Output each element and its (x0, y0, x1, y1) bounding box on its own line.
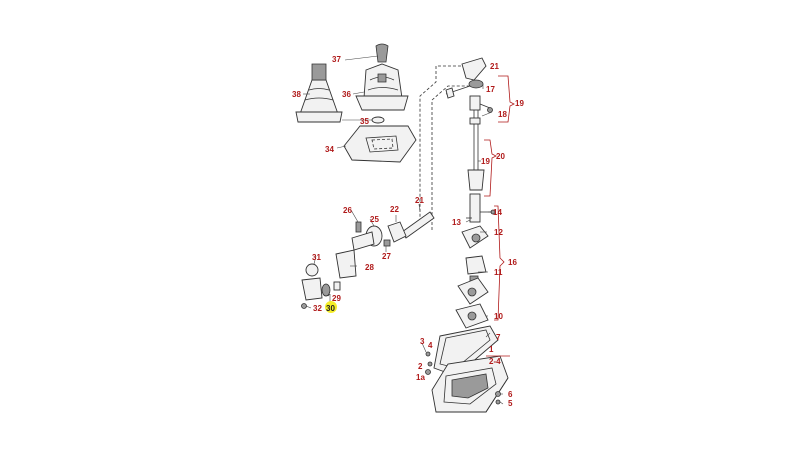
gear-boot-38 (295, 63, 343, 123)
callout-1: 1 (489, 345, 494, 354)
leader-lines (303, 55, 504, 405)
callout-19-left: 19 (481, 157, 490, 166)
linkage-assembly (335, 211, 435, 279)
callout-5: 5 (508, 399, 513, 408)
callout-2-4: 2-4 (489, 357, 501, 366)
callout-18: 18 (498, 110, 507, 119)
callout-21-mid: 21 (415, 196, 424, 205)
callout-25: 25 (370, 215, 379, 224)
callout-35: 35 (360, 117, 369, 126)
group-brackets (484, 75, 515, 357)
callout-38: 38 (292, 90, 301, 99)
callout-2: 2 (418, 362, 423, 371)
callout-30-highlighted: 30 (326, 304, 335, 313)
callout-13: 13 (452, 218, 461, 227)
callout-28: 28 (365, 263, 374, 272)
callout-4: 4 (428, 341, 433, 350)
callout-12: 12 (494, 228, 503, 237)
callout-21-top: 21 (490, 62, 499, 71)
callout-32: 32 (313, 304, 322, 313)
cable-route-upper (409, 65, 464, 231)
highlight-marker (325, 301, 337, 313)
console-trim-34 (343, 125, 417, 163)
cable-route-lower (431, 85, 470, 230)
callout-22: 22 (390, 205, 399, 214)
callout-19-right: 19 (515, 99, 524, 108)
callout-31: 31 (312, 253, 321, 262)
callout-7: 7 (496, 333, 501, 342)
callout-6: 6 (508, 390, 513, 399)
lever-lock-parts (301, 263, 341, 309)
callout-16: 16 (508, 258, 517, 267)
callout-36: 36 (342, 90, 351, 99)
callout-37: 37 (332, 55, 341, 64)
ring-35 (371, 116, 385, 124)
selector-assembly (455, 193, 496, 329)
callout-29: 29 (332, 294, 341, 303)
callout-14: 14 (493, 208, 502, 217)
callout-11: 11 (494, 268, 503, 277)
callout-17: 17 (486, 85, 495, 94)
gear-knob-cover-36 (355, 43, 409, 111)
callout-1a: 1a (416, 373, 425, 382)
callout-27: 27 (382, 252, 391, 261)
callout-20: 20 (496, 152, 505, 161)
base-housing (425, 325, 509, 413)
callout-10: 10 (494, 312, 503, 321)
callout-3: 3 (420, 337, 425, 346)
callout-labels: 37 36 38 35 34 21 17 18 19 20 19 26 25 2… (292, 55, 524, 408)
callout-26: 26 (343, 206, 352, 215)
lever-top-assembly (445, 57, 493, 191)
callout-34: 34 (325, 145, 334, 154)
